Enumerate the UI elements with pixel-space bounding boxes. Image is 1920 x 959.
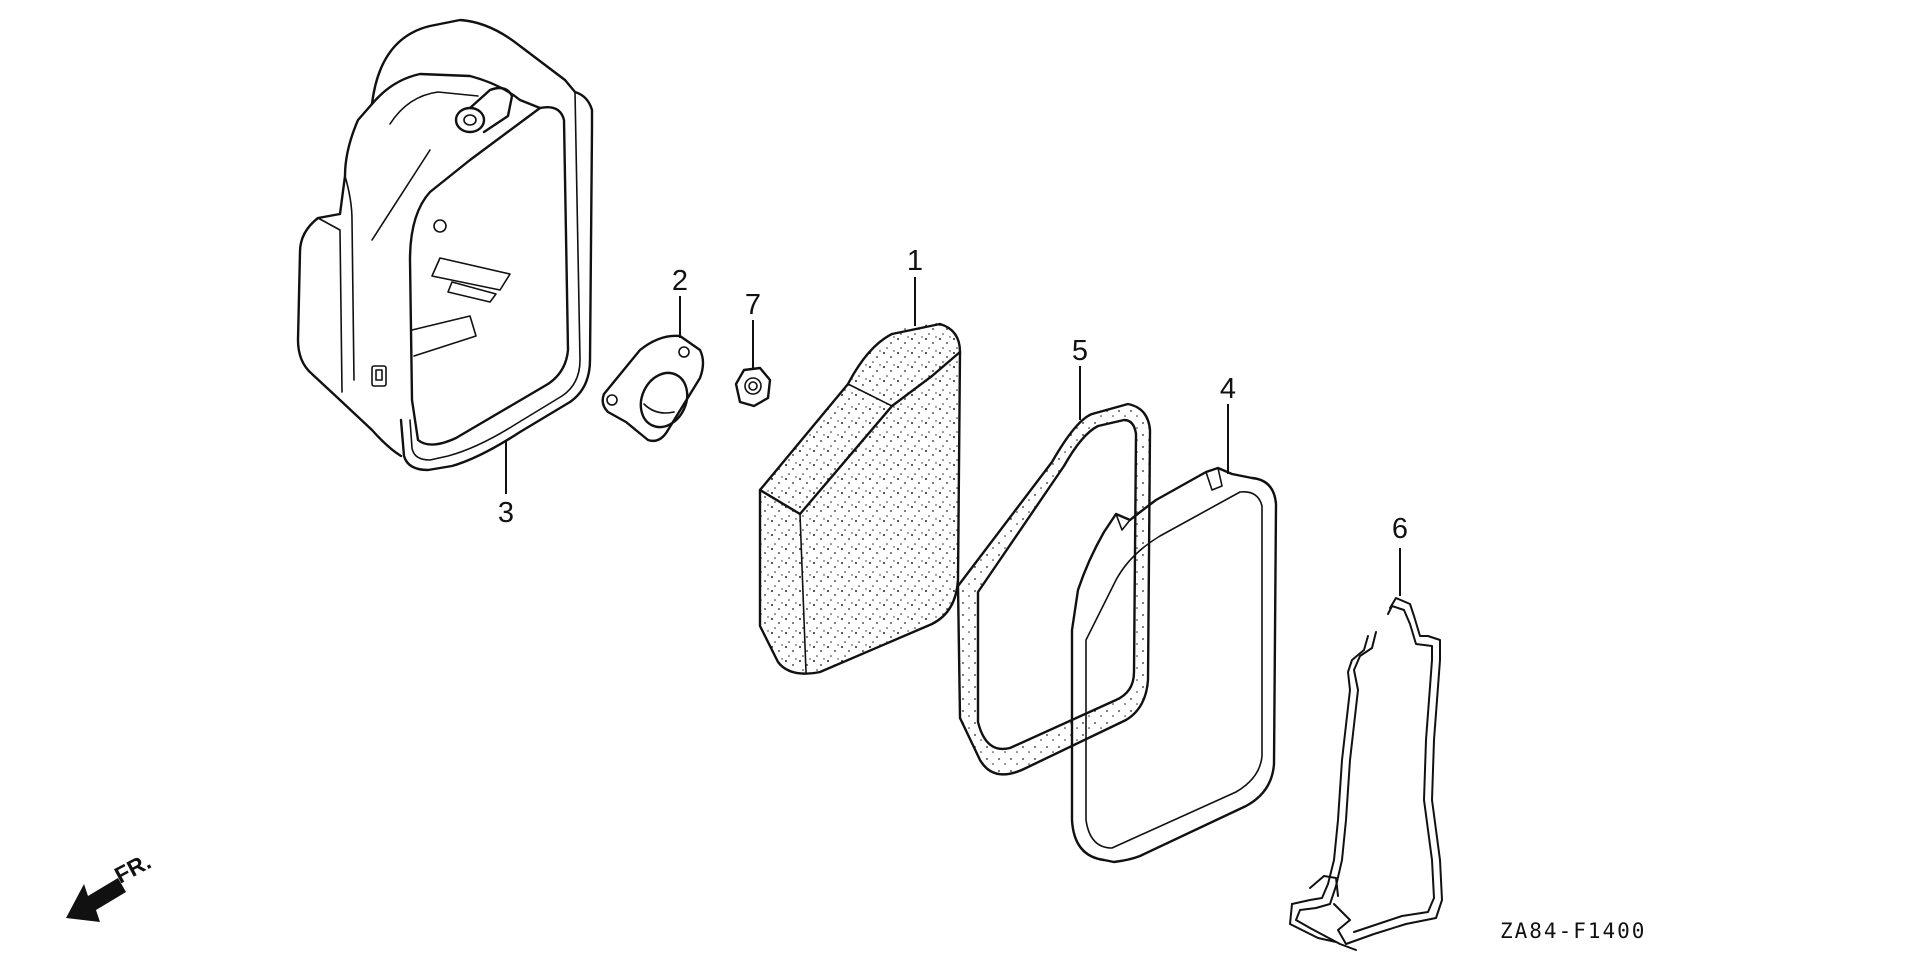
nut-part	[734, 366, 772, 408]
wire-clip-part	[1289, 597, 1443, 951]
callout-5: 5	[1072, 335, 1088, 367]
callout-1: 1	[907, 245, 923, 277]
callout-6: 6	[1392, 513, 1408, 545]
gasket-part	[956, 402, 1152, 776]
drawing-code: ZA84-F1400	[1500, 919, 1646, 943]
bracket-part	[601, 334, 705, 443]
callout-2: 2	[672, 265, 688, 297]
callout-3: 3	[498, 497, 514, 529]
air-cleaner-cover-part	[1070, 466, 1278, 864]
front-direction-indicator: FR.	[66, 848, 155, 922]
foam-filter-element-part	[758, 322, 962, 675]
callout-4: 4	[1220, 373, 1236, 405]
front-arrow-icon	[66, 878, 126, 922]
air-cleaner-case-part	[296, 18, 594, 472]
callout-7: 7	[745, 289, 761, 321]
